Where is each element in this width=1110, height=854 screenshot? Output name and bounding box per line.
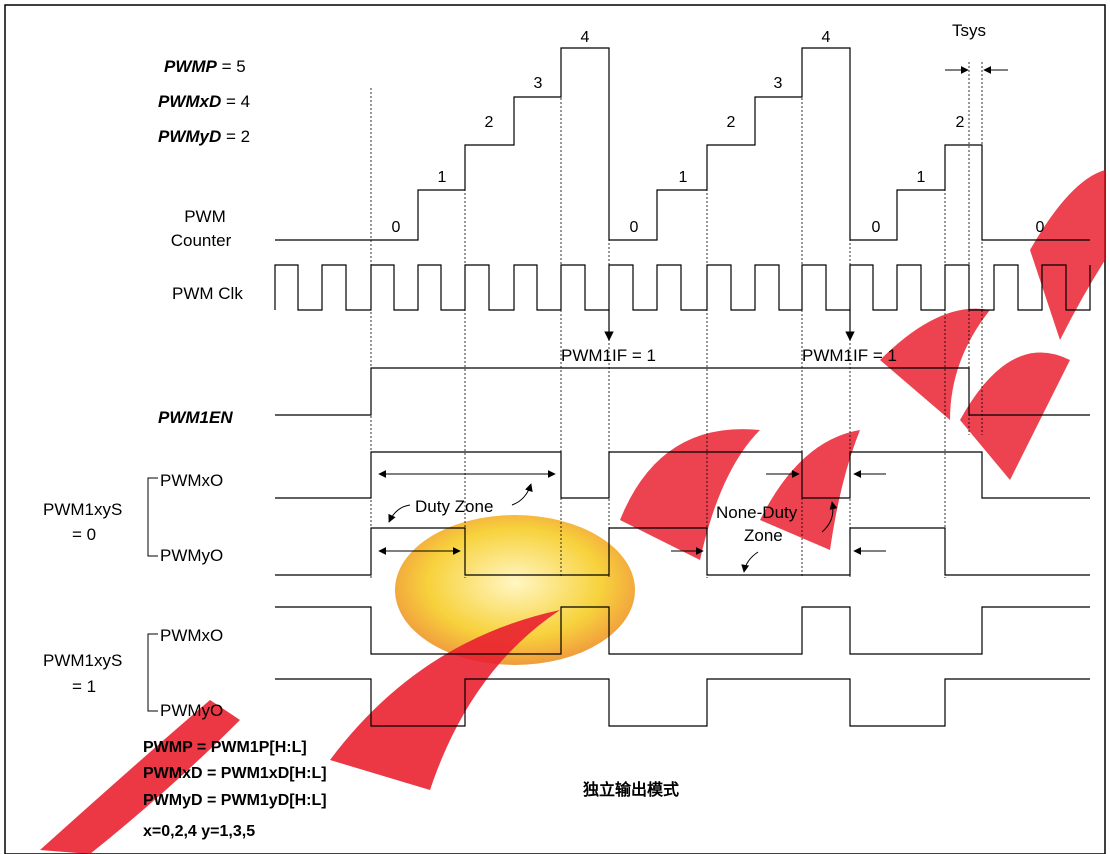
group1-label-line1: PWM1xyS xyxy=(43,651,122,670)
mode-title: 独立输出模式 xyxy=(583,780,679,799)
tsys-label: Tsys xyxy=(952,21,986,40)
param-pwmyd: PWMyD = 2 xyxy=(158,127,250,146)
group0-label-line2: = 0 xyxy=(72,525,96,544)
svg-text:PWMxD = 4: PWMxD = 4 xyxy=(158,92,250,111)
watermark-logo xyxy=(40,170,1105,854)
counter-value: 2 xyxy=(956,114,965,131)
group1-pwmyo-label: PWMyO xyxy=(160,701,223,720)
param-pwmxd: PWMxD = 4 xyxy=(158,92,250,111)
counter-waveform xyxy=(275,47,1090,241)
formula-indices: x=0,2,4 y=1,3,5 xyxy=(143,823,255,840)
group0-bracket xyxy=(147,477,158,557)
duty-zone-pointer xyxy=(511,483,533,506)
counter-value: 0 xyxy=(872,219,881,236)
counter-value: 3 xyxy=(534,75,543,92)
diagram-frame xyxy=(4,4,1106,854)
clk-label: PWM Clk xyxy=(172,284,243,303)
counter-value: 0 xyxy=(392,219,401,236)
counter-value: 0 xyxy=(1036,219,1045,236)
none-duty-label-line2: Zone xyxy=(744,526,783,545)
counter-value: 1 xyxy=(438,169,447,186)
counter-value: 4 xyxy=(581,29,590,46)
none-duty-pointer xyxy=(741,551,759,573)
counter-value: 4 xyxy=(822,29,831,46)
svg-text:PWMyD = 2: PWMyD = 2 xyxy=(158,127,250,146)
enable-label: PWM1EN xyxy=(158,408,233,427)
group1-pwmxo-label: PWMxO xyxy=(160,626,223,645)
group1-pwmxo-waveform xyxy=(275,606,1090,655)
counter-value: 1 xyxy=(679,169,688,186)
enable-waveform xyxy=(275,367,1090,416)
interrupt-label: PWM1IF = 1 xyxy=(802,346,897,365)
counter-label-line2: Counter xyxy=(171,231,232,250)
none-duty-label-line1: None-Duty xyxy=(716,503,798,522)
formula-pwmyd: PWMyD = PWM1yD[H:L] xyxy=(143,792,327,809)
counter-value: 1 xyxy=(917,169,926,186)
counter-label-line1: PWM xyxy=(184,207,226,226)
duty-zone-pointer xyxy=(388,504,411,523)
interrupt-label: PWM1IF = 1 xyxy=(561,346,656,365)
param-pwmp: PWMP = 5 xyxy=(164,57,246,76)
group0-label-line1: PWM1xyS xyxy=(43,500,122,519)
clk-waveform xyxy=(274,264,1091,311)
svg-text:PWMP = 5: PWMP = 5 xyxy=(164,57,246,76)
group1-pwmyo-waveform xyxy=(275,678,1090,727)
group0-pwmyo-label: PWMyO xyxy=(160,546,223,565)
group0-pwmyo-waveform xyxy=(275,527,1090,576)
formula-pwmxd: PWMxD = PWM1xD[H:L] xyxy=(143,765,327,782)
group1-label-line2: = 1 xyxy=(72,677,96,696)
counter-value: 0 xyxy=(630,219,639,236)
none-duty-pointer xyxy=(821,501,838,533)
group0-pwmxo-label: PWMxO xyxy=(160,471,223,490)
counter-value: 3 xyxy=(774,75,783,92)
group0-pwmxo-waveform xyxy=(275,451,1090,499)
counter-value: 2 xyxy=(485,114,494,131)
duty-zone-label: Duty Zone xyxy=(415,497,493,516)
group1-bracket xyxy=(147,633,158,712)
formula-pwmp: PWMP = PWM1P[H:L] xyxy=(143,739,307,756)
counter-values: 0 1 2 3 4 0 1 2 3 4 0 1 2 0 xyxy=(392,29,1045,236)
counter-value: 2 xyxy=(727,114,736,131)
